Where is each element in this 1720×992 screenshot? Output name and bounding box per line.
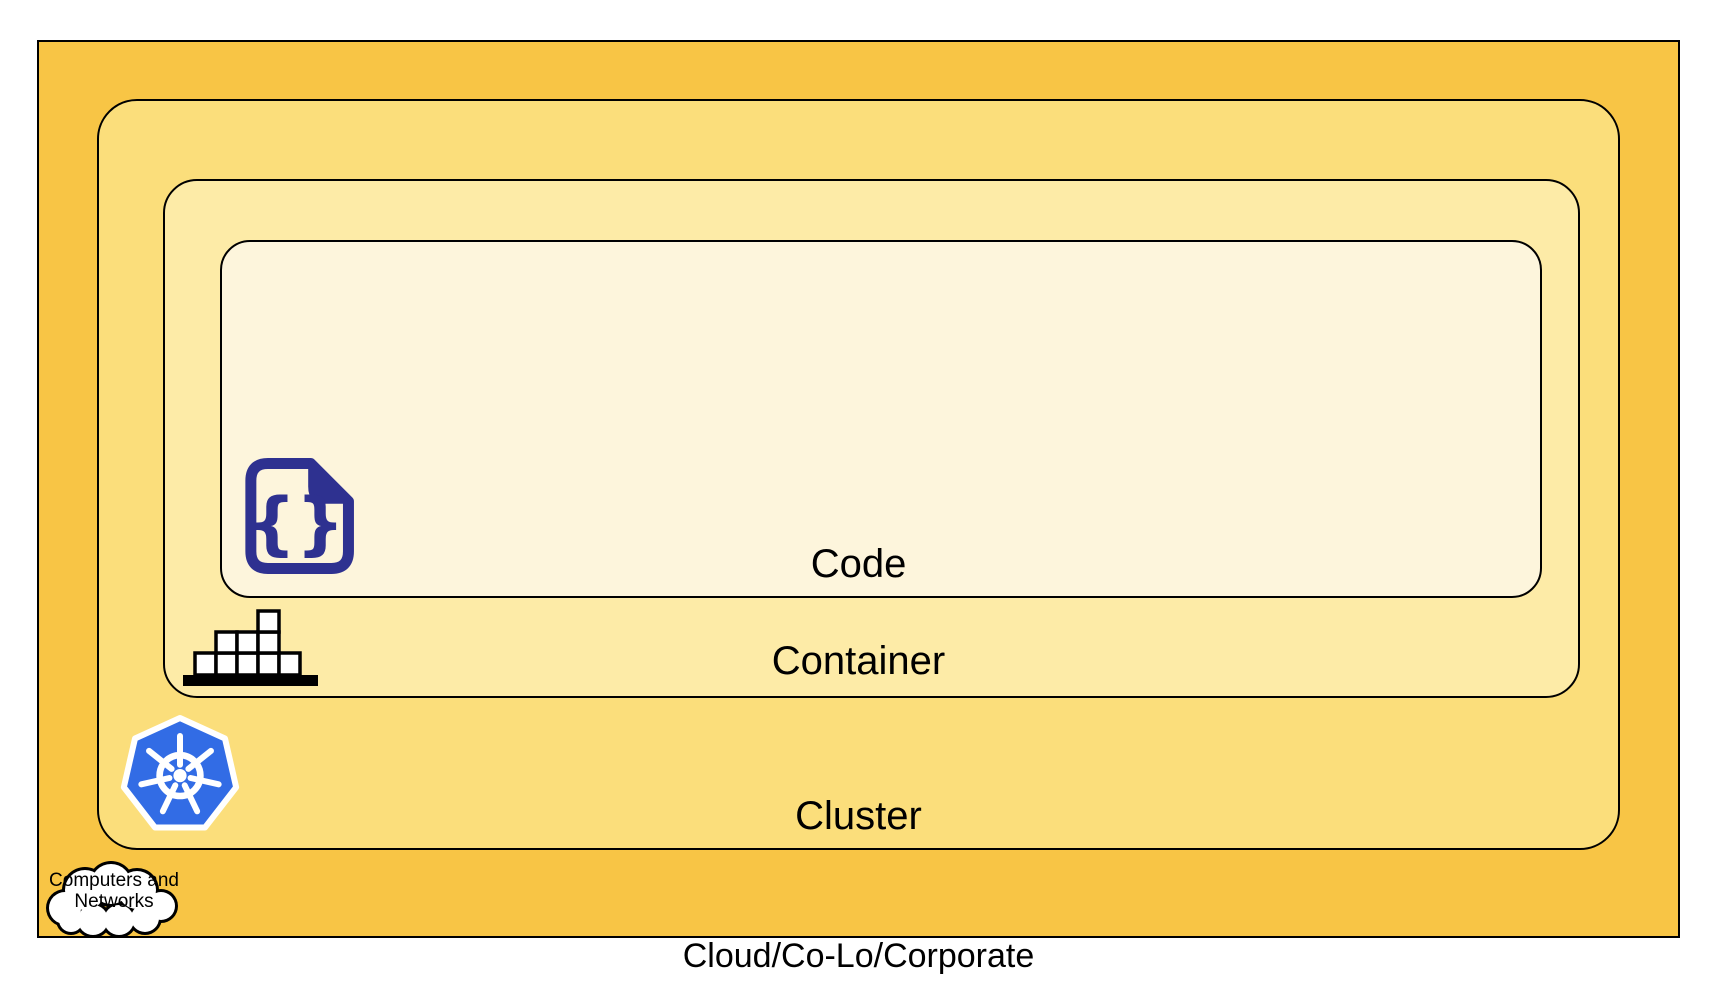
- code-file-outline: [245, 458, 354, 574]
- cloud-body: [49, 864, 175, 935]
- kubernetes-icon: [120, 710, 240, 840]
- cluster-layer-label: Cluster: [795, 794, 922, 838]
- container-layer-label: Container: [771, 639, 946, 683]
- code-file-icon: {}: [235, 455, 357, 577]
- cloud-callout-line2: Networks: [74, 891, 154, 912]
- block-base-bar: [183, 675, 318, 686]
- computers-networks-cloud-icon: [41, 850, 187, 940]
- cloud-callout-line1: Computers and: [49, 870, 179, 891]
- code-file-icon-svg: {}: [245, 458, 354, 574]
- kubernetes-wheel: [138, 733, 222, 815]
- cloud-callout-label: Computers and Networks: [41, 870, 187, 912]
- code-braces-glyph: {}: [247, 485, 344, 564]
- code-file-folded-corner: [308, 459, 353, 504]
- kubernetes-wheel-hub: [173, 769, 187, 783]
- kubernetes-icon-svg: [120, 715, 240, 831]
- code-layer-box: [220, 240, 1542, 598]
- datacenter-label-line1: Cloud/Co-Lo/Corporate: [682, 937, 1035, 975]
- cloud-shape-svg: [46, 861, 178, 938]
- container-blocks-icon: [183, 608, 318, 686]
- container-blocks-icon-svg: [183, 609, 318, 686]
- datacenter-layer-label: Cloud/Co-Lo/Corporate Datacenter: [37, 866, 1680, 992]
- code-layer-label: Code: [810, 542, 907, 586]
